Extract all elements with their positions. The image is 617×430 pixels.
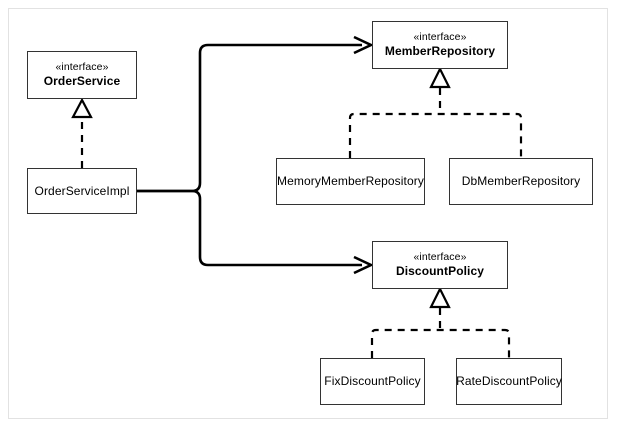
stereotype-label: «interface» <box>55 60 109 73</box>
stereotype-label: «interface» <box>413 250 467 263</box>
class-name-label: MemberRepository <box>384 44 496 59</box>
class-box-db-member-repository[interactable]: DbMemberRepository <box>449 158 593 205</box>
class-name-label: RateDiscountPolicy <box>456 374 562 388</box>
class-box-discount-policy[interactable]: «interface» DiscountPolicy <box>372 241 508 289</box>
class-name-label: DbMemberRepository <box>461 174 581 188</box>
class-box-memory-member-repository[interactable]: MemoryMemberRepository <box>276 158 425 205</box>
class-name-label: OrderService <box>43 74 121 89</box>
class-name-label: OrderServiceImpl <box>34 183 130 198</box>
class-box-member-repository[interactable]: «interface» MemberRepository <box>372 21 508 69</box>
class-name-label: MemoryMemberRepository <box>277 174 424 188</box>
class-name-label: FixDiscountPolicy <box>324 374 421 388</box>
class-box-order-service-impl[interactable]: OrderServiceImpl <box>27 168 137 214</box>
stereotype-label: «interface» <box>413 30 467 43</box>
class-box-fix-discount-policy[interactable]: FixDiscountPolicy <box>320 358 425 405</box>
class-name-label: DiscountPolicy <box>395 264 485 279</box>
class-box-rate-discount-policy[interactable]: RateDiscountPolicy <box>456 358 562 405</box>
class-box-order-service[interactable]: «interface» OrderService <box>27 51 137 99</box>
